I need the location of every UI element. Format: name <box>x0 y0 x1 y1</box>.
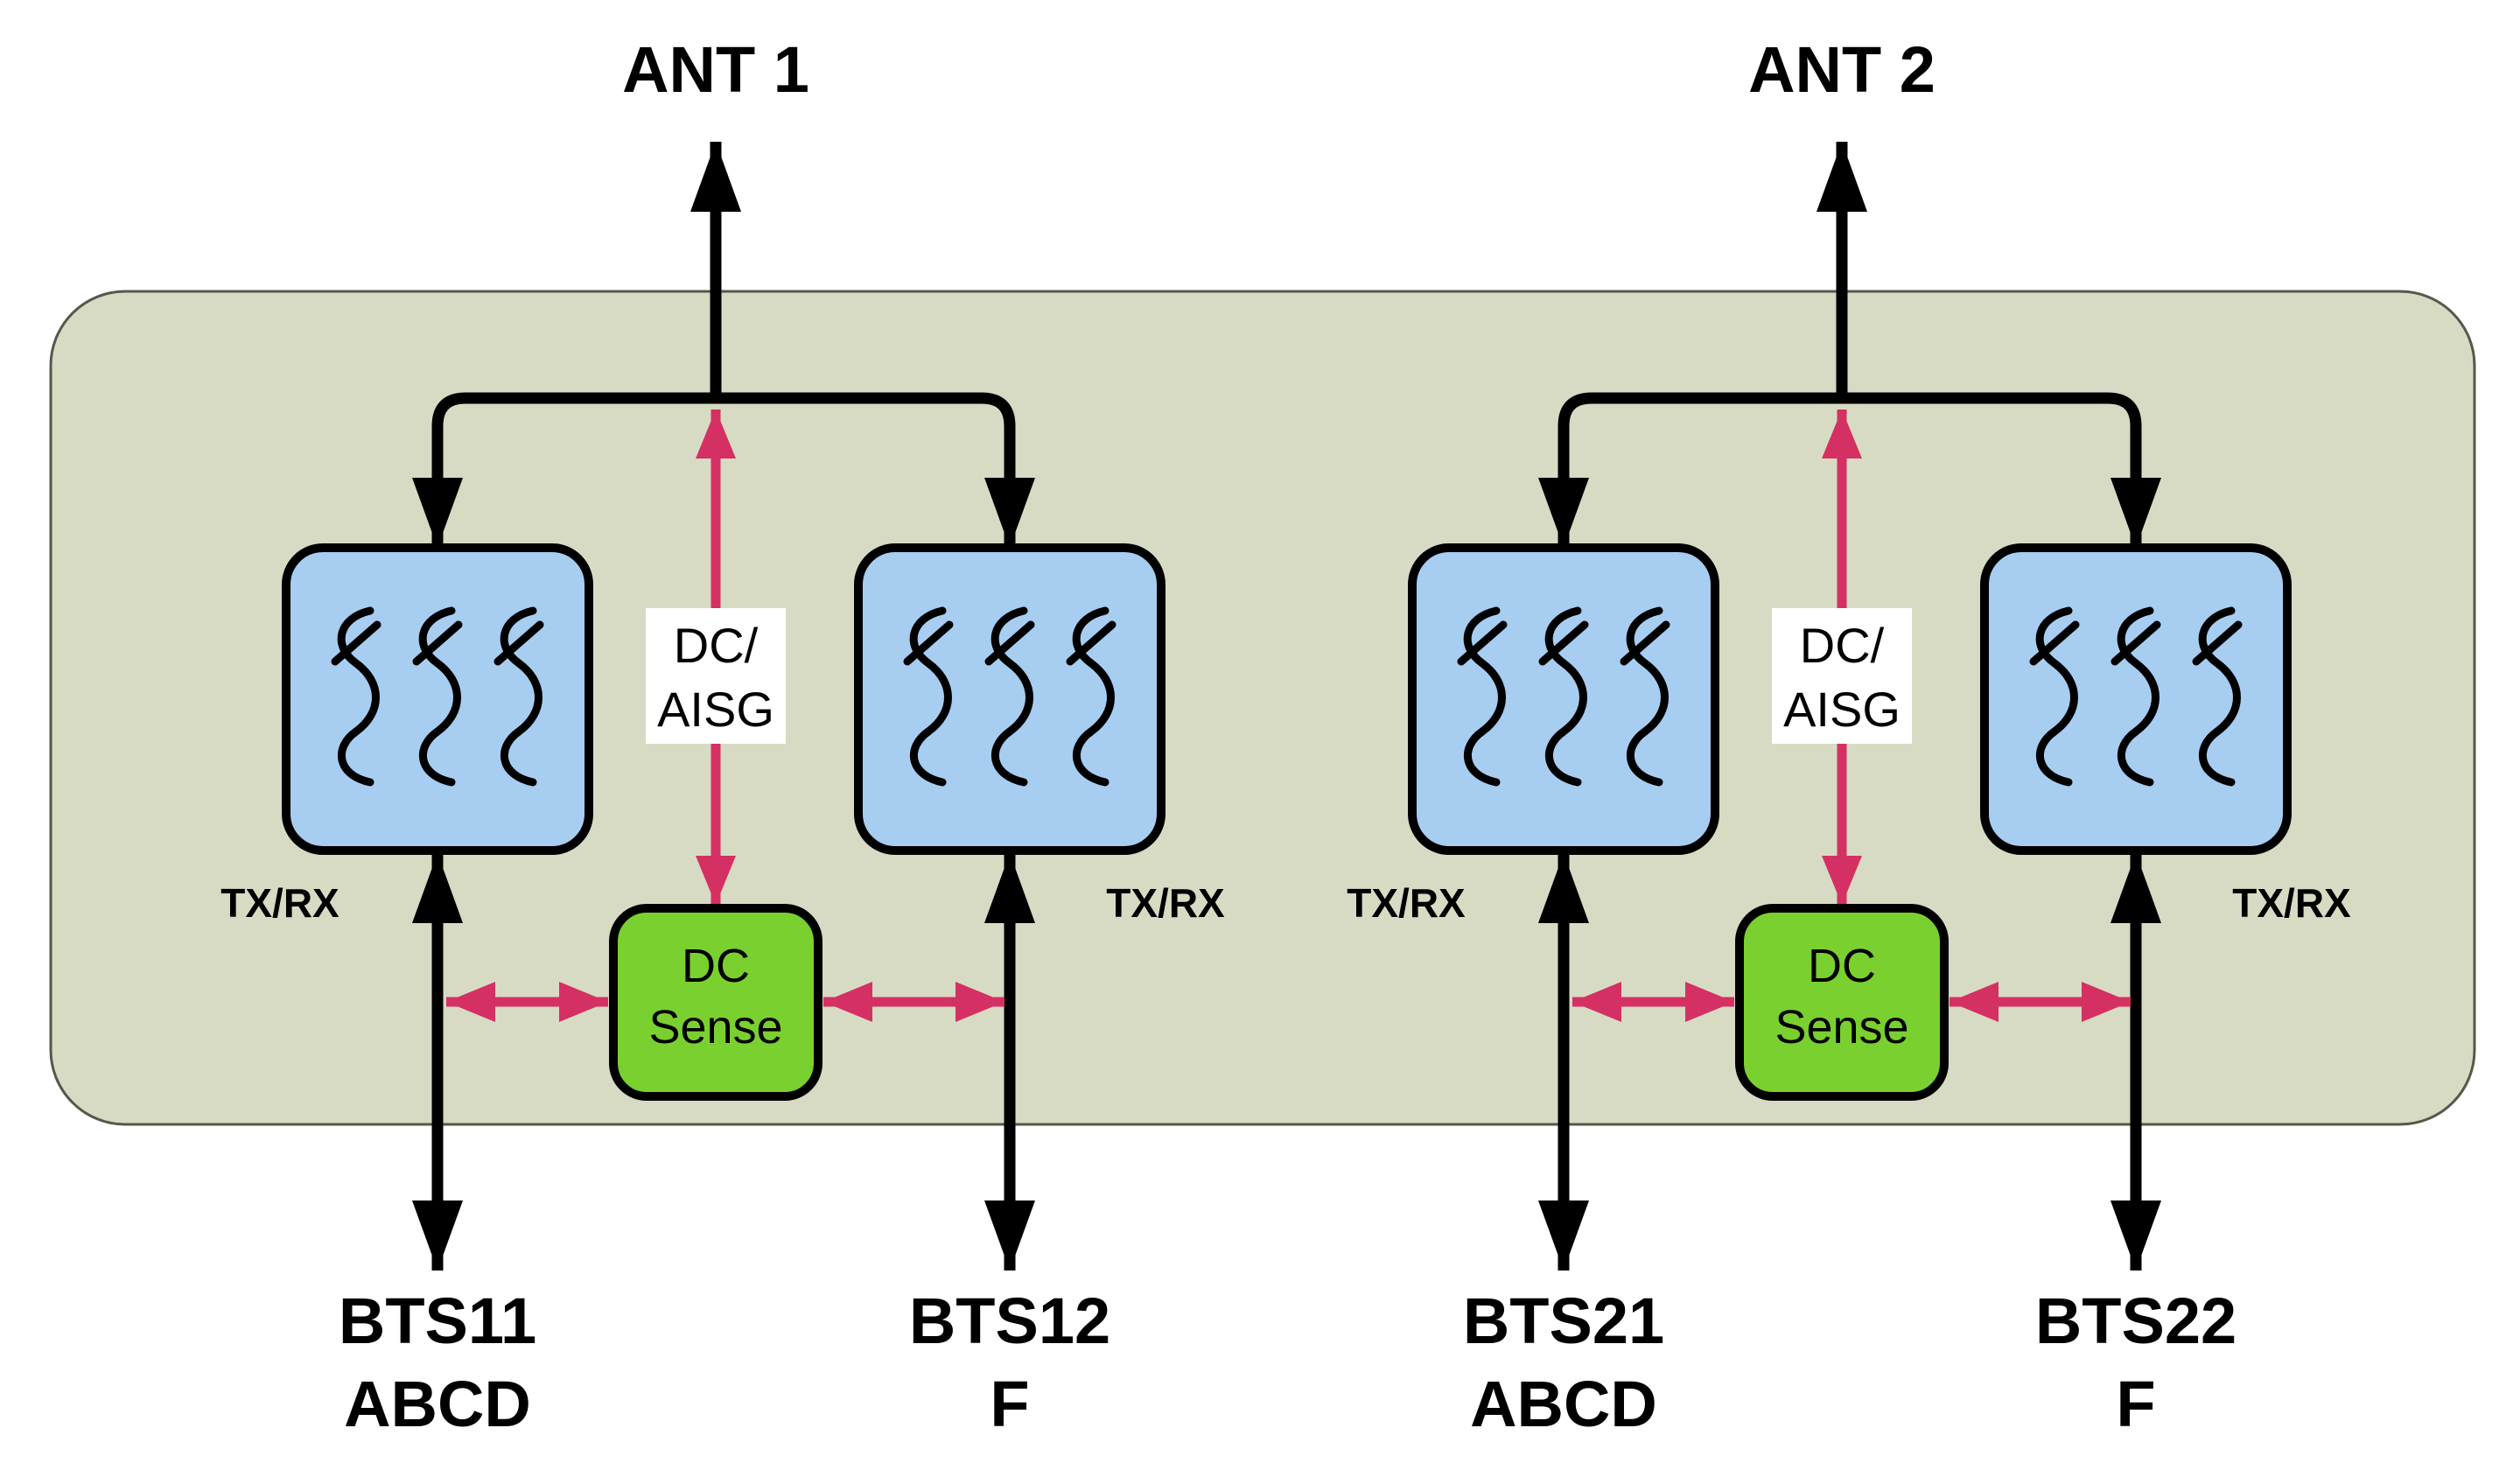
dc-aisg-label-bg <box>646 608 786 744</box>
txrx-label: TX/RX <box>1347 880 1466 926</box>
section-ant2: ANT 2 DC/ AISG TX/RX TX/RX DC Sense BTS2… <box>1347 33 2351 1440</box>
bts-label-line2: F <box>2116 1368 2155 1440</box>
dc-aisg-label-line1: DC/ <box>1800 618 1885 673</box>
bts-label-line2: ABCD <box>344 1368 531 1440</box>
dc-sense-box <box>609 904 822 1101</box>
dc-aisg-label-bg <box>1772 608 1912 744</box>
bts-label-line1: BTS21 <box>1463 1284 1664 1357</box>
filter-box <box>1980 543 2292 855</box>
filter-box <box>282 543 593 855</box>
dc-sense-label-line1: DC <box>682 940 750 992</box>
dc-aisg-label-line2: AISG <box>1783 682 1900 737</box>
section-ant1: ANT 1 DC/ AISG TX/RX TX/RX DC Sense BTS1… <box>220 33 1225 1440</box>
txrx-label: TX/RX <box>1106 880 1225 926</box>
filter-box <box>854 543 1166 855</box>
dc-aisg-label-line2: AISG <box>657 682 774 737</box>
dc-sense-label-line1: DC <box>1808 940 1876 992</box>
splitter-branch-arrows <box>412 392 1035 548</box>
dc-aisg-label-line1: DC/ <box>674 618 759 673</box>
splitter-branch-arrows <box>1538 392 2161 548</box>
txrx-label: TX/RX <box>220 880 340 926</box>
dc-sense-label-line2: Sense <box>648 1001 782 1054</box>
antenna-label: ANT 1 <box>622 33 809 106</box>
dc-sense-label-line2: Sense <box>1774 1001 1908 1054</box>
dc-sense-box <box>1735 904 1949 1101</box>
antenna-label: ANT 2 <box>1748 33 1936 106</box>
filter-box <box>1408 543 1719 855</box>
bts-label-line2: ABCD <box>1470 1368 1657 1440</box>
bts-label-line2: F <box>990 1368 1029 1440</box>
bts-label-line1: BTS12 <box>909 1284 1110 1357</box>
txrx-label: TX/RX <box>2232 880 2351 926</box>
bts-label-line1: BTS11 <box>339 1284 536 1357</box>
bts-label-line1: BTS22 <box>2035 1284 2236 1357</box>
